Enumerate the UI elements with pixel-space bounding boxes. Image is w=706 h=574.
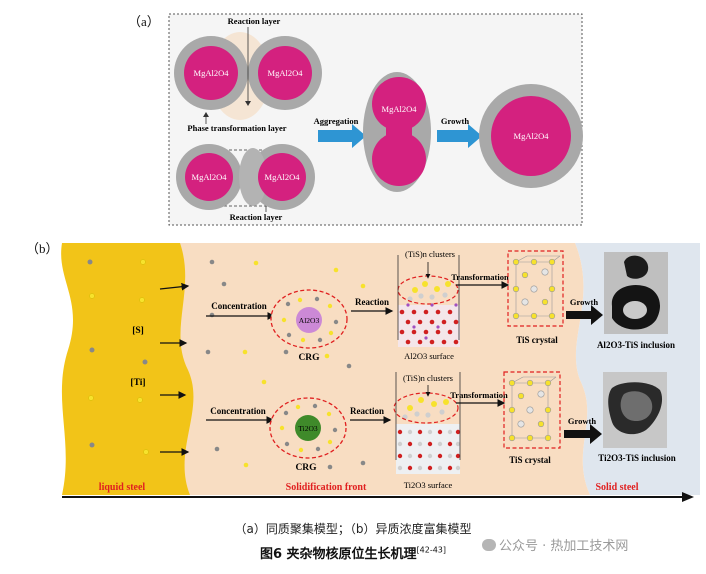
merged-particle-label: MgAl2O4	[382, 104, 418, 114]
panel-b-figure: [S] [Ti] Concentration Al2O3 CRG Reactio…	[61, 243, 700, 502]
panel-a-figure: MgAl2O4 MgAl2O4 Reaction layer Phase tra…	[168, 13, 583, 226]
particle-top-left-label: MgAl2O4	[194, 68, 230, 78]
tis-clusters-label-2: (TiS)n clusters	[403, 373, 453, 383]
merged-particle-bottom	[372, 132, 426, 186]
ti2o3-surface-label: Ti2O3 surface	[404, 480, 453, 490]
panel-b-label: （b）	[26, 241, 59, 256]
crg-label-1: CRG	[298, 353, 320, 363]
solid-steel-label: Solid steel	[595, 482, 638, 493]
al2o3-core-label: Al2O3	[299, 316, 320, 325]
particle-bottom-left	[185, 153, 233, 201]
ti2o3-surface-lattice	[396, 424, 461, 474]
particle-top-left	[184, 46, 238, 100]
liquid-steel-solutes	[87, 259, 149, 455]
al2o3-core	[296, 307, 322, 333]
al2o3-surface-label: Al2O3 surface	[404, 351, 454, 361]
growth-label-b1: Growth	[570, 297, 598, 307]
reaction-label-1: Reaction	[355, 297, 389, 307]
tis-cluster-1	[407, 281, 451, 302]
inflow-arrows	[159, 282, 190, 456]
particle-top-right	[258, 46, 312, 100]
ti2o3-core-label: Ti2O3	[298, 424, 318, 433]
al2o3-surface-lattice	[398, 303, 460, 347]
growth-label-b2: Growth	[568, 416, 596, 426]
subcaption: （a）同质聚集模型；（b）异质浓度富集模型	[234, 522, 472, 536]
growth-arrow-b1	[566, 305, 603, 325]
panel-a-label: （a）	[128, 14, 160, 29]
tis-crystal-label-1: TiS crystal	[516, 335, 558, 345]
particle-bottom-left-label: MgAl2O4	[192, 172, 228, 182]
reaction-layer-top-label: Reaction layer	[228, 16, 281, 26]
ti2o3-tis-inclusion-shape	[608, 382, 663, 435]
al2o3-tis-inclusion-shape	[611, 255, 660, 330]
ti-label: [Ti]	[130, 378, 145, 388]
watermark-text: 公众号 · 热加工技术网	[499, 539, 629, 554]
wechat-icon	[482, 539, 496, 551]
tis-crystal-box-2	[503, 371, 561, 449]
final-particle-label: MgAl2O4	[514, 131, 550, 141]
growth-label-a: Growth	[441, 116, 469, 126]
figure-title-text: 图6 夹杂物核原位生长机理	[259, 547, 417, 562]
figure-title: 图6 夹杂物核原位生长机理[42-43]	[0, 543, 706, 562]
crg-solutes-2	[279, 403, 338, 453]
reaction-layer-bottom-label: Reaction layer	[230, 212, 283, 222]
concentration-label-2: Concentration	[210, 406, 266, 416]
al2o3-tis-inclusion-label: Al2O3-TiS inclusion	[597, 340, 675, 350]
neck-bottom	[239, 148, 267, 206]
figure-ref: [42-43]	[416, 545, 447, 555]
tis-crystal-1	[512, 255, 561, 320]
reaction-label-2: Reaction	[350, 406, 384, 416]
liquid-steel-label: liquid steel	[99, 482, 146, 493]
transformation-label-1: Transformation	[451, 272, 509, 282]
tis-crystal-box-1	[507, 250, 564, 327]
particle-bottom-right-label: MgAl2O4	[265, 172, 301, 182]
particle-top-right-label: MgAl2O4	[268, 68, 304, 78]
concentration-label-1: Concentration	[211, 301, 267, 311]
watermark: 公众号 · 热加工技术网	[482, 535, 628, 554]
crg-solutes-1	[281, 296, 339, 343]
tis-clusters-label-1: (TiS)n clusters	[405, 249, 455, 259]
growth-arrow-b2	[564, 424, 602, 444]
ti2o3-tis-inclusion-label: Ti2O3-TiS inclusion	[598, 453, 675, 463]
liquid-steel-region	[61, 243, 194, 495]
transformation-label-2: Transformation	[450, 390, 508, 400]
solidification-front-label: Solidification front	[286, 482, 367, 493]
final-particle	[491, 96, 571, 176]
ti2o3-core	[295, 415, 321, 441]
tis-crystal-2	[508, 376, 557, 442]
s-label: [S]	[132, 326, 144, 336]
aggregation-label: Aggregation	[314, 116, 359, 126]
aggregation-arrow	[318, 124, 366, 148]
particle-bottom-right	[258, 153, 306, 201]
crg-label-2: CRG	[295, 463, 317, 473]
tis-crystal-label-2: TiS crystal	[509, 455, 551, 465]
phase-layer-label: Phase transformation layer	[187, 123, 286, 133]
merged-particle-top	[372, 77, 426, 131]
growth-arrow-a	[437, 124, 482, 148]
